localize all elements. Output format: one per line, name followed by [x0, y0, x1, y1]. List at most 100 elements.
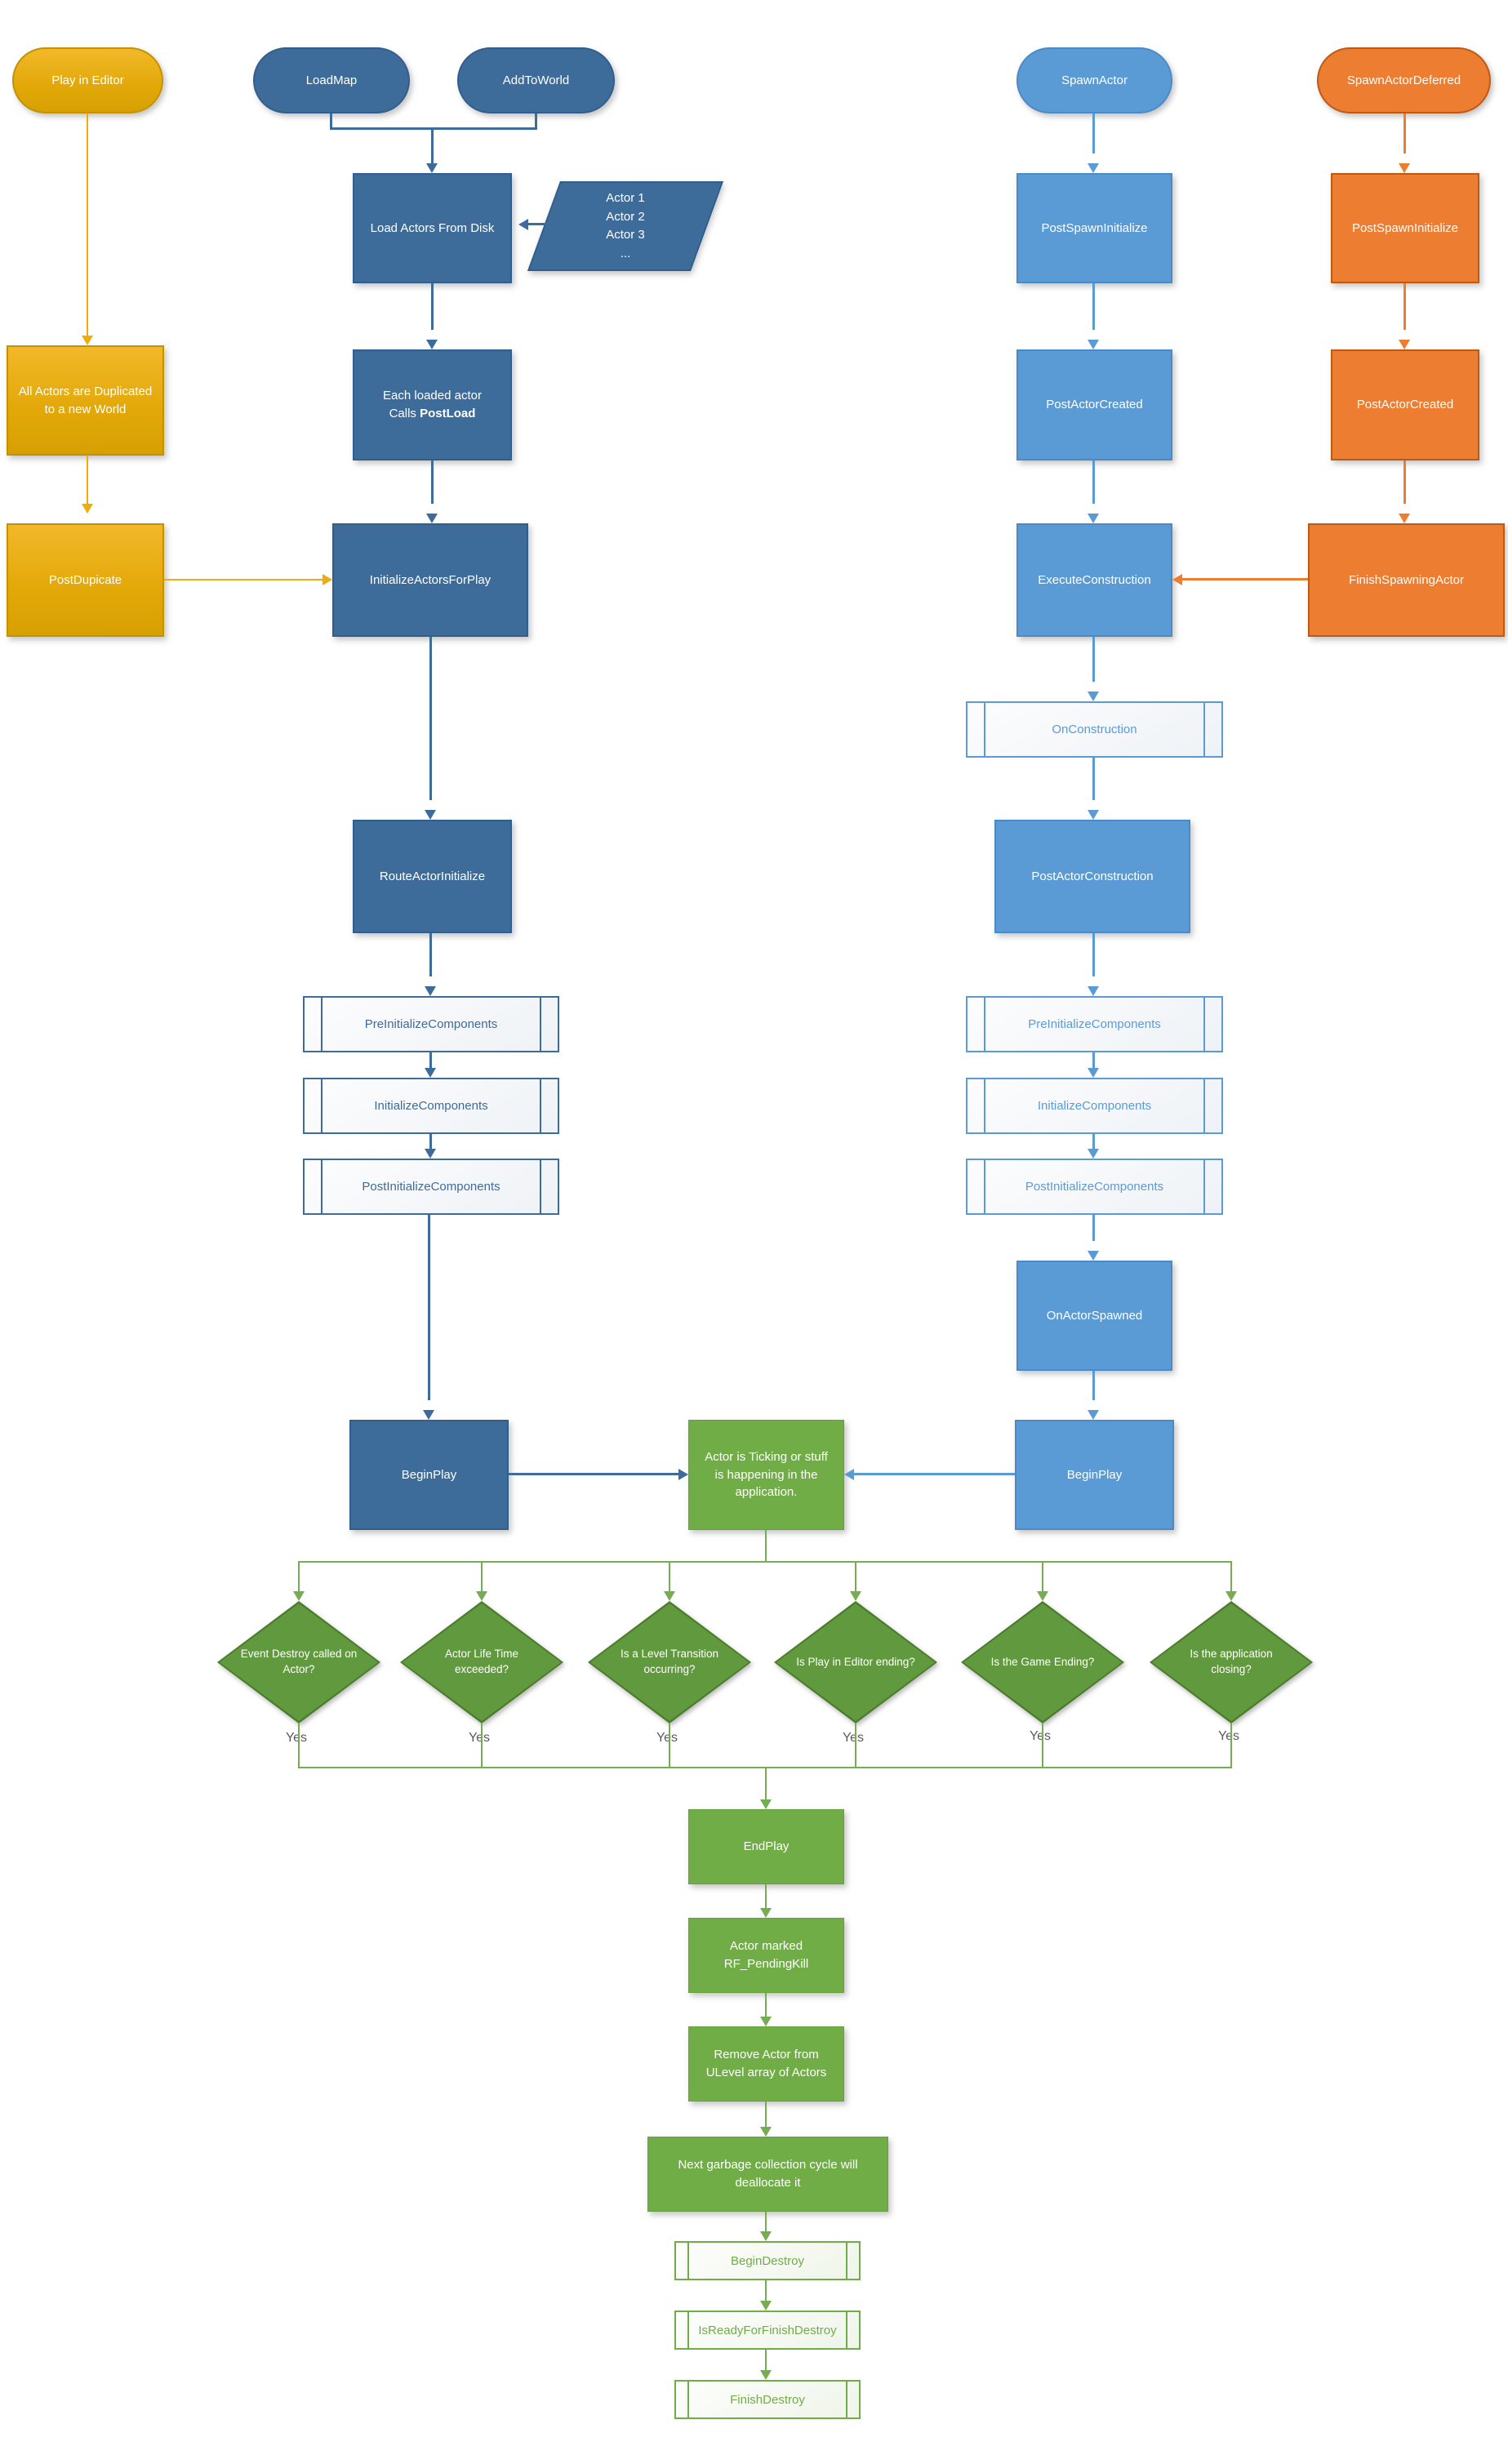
connector-line	[87, 113, 88, 336]
connector-line	[765, 1767, 767, 1799]
node-post-spawn-initialize-blue: PostSpawnInitialize	[1016, 173, 1172, 283]
arrowhead	[760, 2301, 772, 2311]
subprocess-pre-initialize-components-left: PreInitializeComponents	[303, 996, 559, 1052]
node-post-dupicate: PostDupicate	[7, 523, 164, 637]
arrowhead	[760, 2231, 772, 2241]
connector-line	[765, 2280, 767, 2301]
decision-label: Event Destroy called on Actor?	[240, 1648, 358, 1675]
arrowhead	[518, 219, 528, 230]
connector-line	[429, 933, 432, 976]
arrowhead	[760, 1799, 772, 1809]
arrowhead	[1399, 514, 1410, 523]
connector-line	[509, 1473, 678, 1475]
connector-line	[1092, 1371, 1095, 1400]
node-initialize-actors-for-play: InitializeActorsForPlay	[332, 523, 528, 637]
subprocess-begin-destroy: BeginDestroy	[674, 2241, 861, 2280]
yes-label: Yes	[468, 1731, 491, 1745]
connector-line	[1092, 637, 1095, 682]
node-add-to-world: AddToWorld	[457, 47, 615, 113]
arrowhead	[1088, 1251, 1099, 1261]
connector-line	[855, 1561, 856, 1591]
node-load-map: LoadMap	[253, 47, 410, 113]
decision-application-closing: Is the application closing?	[1150, 1601, 1313, 1723]
node-spawn-actor-deferred: SpawnActorDeferred	[1317, 47, 1491, 113]
node-end-play: EndPlay	[688, 1809, 844, 1884]
arrowhead	[1088, 692, 1099, 701]
arrowhead	[1399, 163, 1410, 173]
arrowhead	[760, 2127, 772, 2137]
connector-line	[1092, 113, 1095, 153]
connector-line	[765, 1530, 767, 1562]
connector-line	[1230, 1723, 1232, 1768]
arrowhead	[426, 514, 438, 523]
connector-line	[1092, 283, 1095, 330]
arrowhead	[425, 1149, 436, 1159]
connector-line	[765, 2350, 767, 2370]
connector-line	[330, 113, 332, 129]
connector-line	[855, 1723, 856, 1768]
connector-line	[1042, 1723, 1043, 1768]
yes-label: Yes	[285, 1731, 308, 1745]
node-post-spawn-initialize-orange: PostSpawnInitialize	[1331, 173, 1479, 283]
arrowhead	[82, 504, 93, 514]
connector-line	[429, 1134, 432, 1149]
connector-line	[765, 1993, 767, 2017]
connector-line	[299, 1561, 1232, 1563]
connector-line	[481, 1723, 483, 1768]
connector-line	[87, 456, 88, 504]
connector-line	[1403, 113, 1406, 153]
decision-label: Is the application closing?	[1190, 1648, 1273, 1675]
arrowhead	[1088, 514, 1099, 523]
node-finish-spawning-actor: FinishSpawningActor	[1308, 523, 1505, 637]
subprocess-post-initialize-components-left: PostInitializeComponents	[303, 1159, 559, 1215]
arrowhead	[1088, 1410, 1099, 1420]
connector-line	[535, 113, 537, 129]
arrowhead	[664, 1591, 675, 1601]
connector-line	[429, 1052, 432, 1068]
subprocess-initialize-components-left: InitializeComponents	[303, 1078, 559, 1134]
arrowhead	[476, 1591, 487, 1601]
arrowhead	[1088, 810, 1099, 820]
arrowhead	[678, 1469, 688, 1480]
node-load-actors-from-disk: Load Actors From Disk	[353, 173, 512, 283]
decision-actor-lifetime: Actor Life Time exceeded?	[400, 1601, 563, 1723]
node-begin-play-right: BeginPlay	[1015, 1420, 1174, 1530]
arrowhead	[1088, 163, 1099, 173]
actors-list-label: Actor 1 Actor 2 Actor 3 ...	[606, 191, 645, 260]
arrowhead	[425, 810, 436, 820]
node-remove-actor-from-ulevel: Remove Actor from ULevel array of Actors	[688, 2026, 844, 2102]
node-actors-list: Actor 1 Actor 2 Actor 3 ...	[527, 181, 724, 271]
decision-level-transition: Is a Level Transition occurring?	[588, 1601, 751, 1723]
arrowhead	[293, 1591, 305, 1601]
connector-line	[1230, 1561, 1232, 1591]
arrowhead	[425, 986, 436, 996]
connector-line	[765, 1884, 767, 1908]
connector-line	[429, 637, 432, 800]
arrowhead	[426, 163, 438, 173]
connector-line	[765, 2212, 767, 2231]
yes-label: Yes	[842, 1731, 865, 1745]
node-on-actor-spawned: OnActorSpawned	[1016, 1261, 1172, 1371]
node-execute-construction: ExecuteConstruction	[1016, 523, 1172, 637]
connector-line	[330, 127, 537, 130]
arrowhead	[850, 1591, 861, 1601]
connector-line	[854, 1473, 1015, 1475]
connector-line	[1092, 460, 1095, 504]
connector-line	[431, 283, 434, 330]
arrowhead	[1088, 1068, 1099, 1078]
connector-line	[481, 1561, 483, 1591]
subprocess-on-construction: OnConstruction	[966, 701, 1223, 758]
subprocess-finish-destroy: FinishDestroy	[674, 2380, 861, 2419]
decision-label: Is the Game Ending?	[990, 1655, 1095, 1668]
arrowhead	[82, 336, 93, 345]
node-actor-marked-pending-kill: Actor marked RF_PendingKill	[688, 1918, 844, 1993]
node-each-loaded-actor: Each loaded actor Calls PostLoad	[353, 349, 512, 460]
decision-pie-ending: Is Play in Editor ending?	[774, 1601, 937, 1723]
yes-label: Yes	[1029, 1729, 1052, 1743]
connector-line	[528, 223, 547, 225]
connector-line	[431, 127, 434, 163]
arrowhead	[1037, 1591, 1048, 1601]
connector-line	[428, 1215, 430, 1400]
arrowhead	[844, 1469, 854, 1480]
connector-line	[431, 460, 434, 504]
